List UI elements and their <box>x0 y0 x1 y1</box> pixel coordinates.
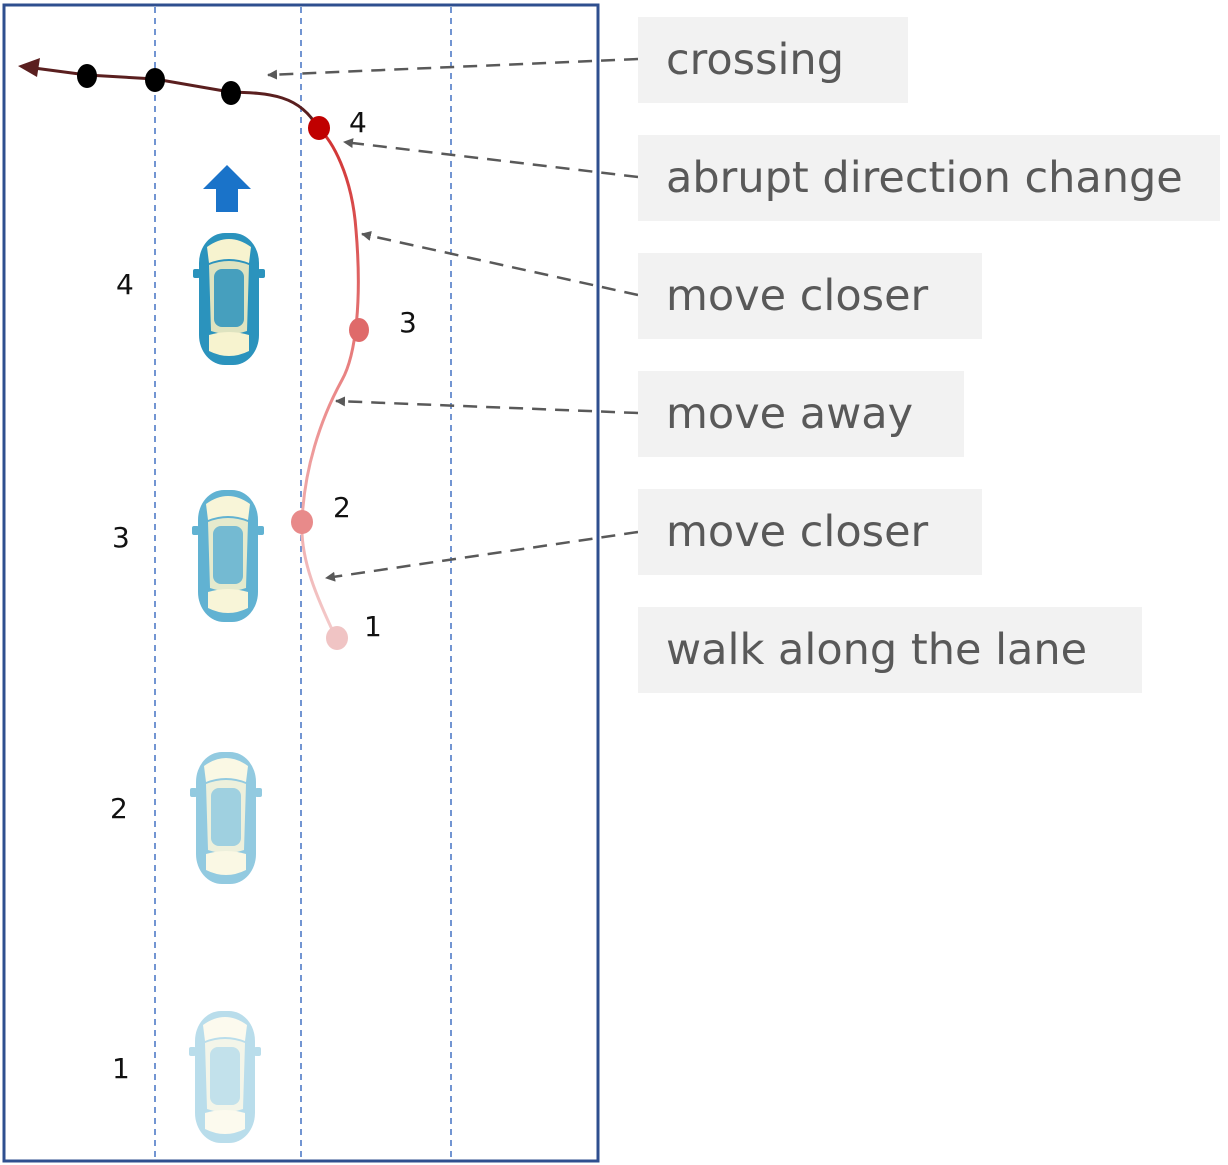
annotation-arrow-move-away <box>335 396 639 415</box>
pedestrian-point-4 <box>308 116 330 140</box>
annotation-crossing: crossing <box>638 17 908 103</box>
annotation-move-closer-upper: move closer <box>638 253 982 339</box>
vehicle-frame-label-4: 4 <box>116 268 134 301</box>
vehicle-frame-label-2: 2 <box>110 792 128 825</box>
crossing-dot <box>77 64 97 88</box>
crossing-trajectory <box>33 66 320 129</box>
vehicle-frame-4 <box>193 233 265 365</box>
pedestrian-trajectory <box>300 126 360 639</box>
pedestrian-point-label-2: 2 <box>333 491 351 524</box>
annotation-arrow-move-closer-lower <box>325 530 639 582</box>
pedestrian-point-2 <box>291 510 313 534</box>
annotation-walk-along-the-lane: walk along the lane <box>638 607 1142 693</box>
annotation-arrow-crossing <box>267 57 639 80</box>
pedestrian-point-3 <box>349 318 369 342</box>
annotation-arrow-move-closer-upper <box>361 231 639 297</box>
road-boundary <box>2 3 600 1163</box>
crossing-dot <box>221 81 241 105</box>
crossing-dot <box>145 68 165 92</box>
pedestrian-point-label-3: 3 <box>399 306 417 339</box>
vehicle-frame-1 <box>189 1011 261 1143</box>
pedestrian-point-label-1: 1 <box>364 610 382 643</box>
pedestrian-point-label-4: 4 <box>349 106 367 139</box>
annotation-abrupt-direction-change: abrupt direction change <box>638 135 1220 221</box>
vehicle-frame-3 <box>192 490 264 622</box>
annotation-move-away: move away <box>638 371 964 457</box>
vehicle-frame-label-1: 1 <box>112 1052 130 1085</box>
annotation-move-closer-lower: move closer <box>638 489 982 575</box>
up-arrow-icon <box>203 165 251 212</box>
vehicle-frame-2 <box>190 752 262 884</box>
vehicle-frame-label-3: 3 <box>112 521 130 554</box>
left-arrow-icon <box>18 58 40 77</box>
annotation-arrow-abrupt-direction-change <box>343 138 639 179</box>
pedestrian-point-1 <box>326 626 348 650</box>
